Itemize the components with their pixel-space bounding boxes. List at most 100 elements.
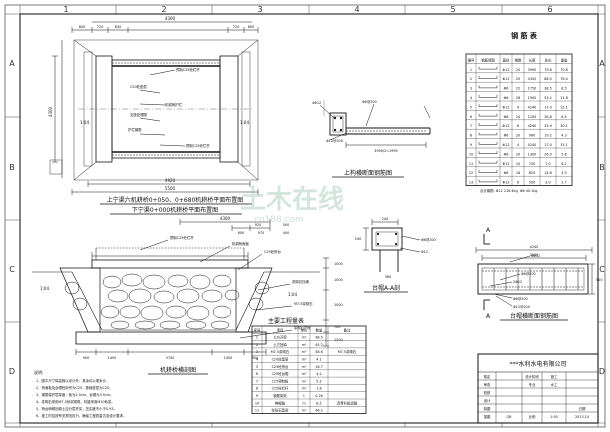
tb-label-3: 校核 xyxy=(484,390,491,395)
section-dim-top-5: 500 xyxy=(283,223,289,227)
rebar-row-cell: 6.4 xyxy=(561,115,566,119)
quantity-row-cell: 5.1 xyxy=(316,379,321,383)
quantities-table-header: 序号 xyxy=(254,327,261,332)
rebar-row-sketch xyxy=(478,94,498,98)
rebar-row-cell: 6 xyxy=(470,115,472,119)
plan-title-2: 下宁渠0+000机耕桥平面布置图 xyxy=(132,206,218,214)
watermark: 土木在线 co188.com xyxy=(240,185,344,225)
section-note-3: C25砼桥台 xyxy=(264,249,281,254)
grid-col-4: 4 xyxy=(354,5,359,14)
tb-field-3: 专业 xyxy=(529,382,536,387)
quantity-row-cell: m³ xyxy=(302,336,307,340)
rebar-row-sketch xyxy=(478,123,498,126)
abutment-rebar xyxy=(475,234,595,310)
rebar-row-cell: 7 xyxy=(470,124,472,128)
abutment-detail-text: 240 240 380 Φ6@200 Φ12 台帽A-A剖 xyxy=(355,217,436,292)
tb-value-1: 施工 xyxy=(551,374,558,379)
abutment-rebar-dim-3: 500 xyxy=(596,278,602,282)
plan-slope-left: 1:04 xyxy=(80,120,89,125)
quantity-row-cell: m³ xyxy=(302,343,307,347)
rebar-row-cell: Φ6 xyxy=(504,152,509,156)
watermark-url: co188.com xyxy=(254,215,304,225)
abutment-rebar-note-1: 4Φ12 xyxy=(531,254,540,258)
quantity-row-cell: 6 xyxy=(256,372,258,376)
quantity-row-cell: t xyxy=(303,394,305,398)
grid-col-5: 5 xyxy=(450,5,455,14)
quantity-row-cell: C20砼垫层 xyxy=(272,357,289,362)
quantity-row-cell: 土方回填 xyxy=(273,342,287,347)
rebar-row-cell: 4240 xyxy=(528,124,537,128)
rebar-row-cell: Φ12 xyxy=(503,68,510,72)
rebar-row-cell: 17.0 xyxy=(544,143,552,147)
plan-dim-top-total: 4300 xyxy=(165,16,176,21)
rebar-row-cell: Φ12 xyxy=(503,124,510,128)
plan-note-6: 预制C25砼栏杆 xyxy=(186,143,210,148)
plan-title-underline xyxy=(100,203,252,215)
quantity-row-cell: 10 xyxy=(255,401,259,405)
rebar-row-cell: 7.0 xyxy=(545,162,550,166)
section-slope-left: 1:04 xyxy=(40,286,49,291)
abutment-rebar-text: A A 4240 3640 500 4Φ12 Φ6@200 2Φ12 Φ6@20… xyxy=(486,227,602,320)
tb-value-3: GB xyxy=(507,415,513,419)
rebar-row-cell: Φ12 xyxy=(503,77,510,81)
rebar-row-cell: 53.2 xyxy=(544,96,552,100)
quantity-row-cell: m³ xyxy=(302,372,307,376)
section-note-2: 机耕桥面板 xyxy=(232,241,250,246)
rebar-row-sketch xyxy=(478,160,498,164)
rebar-row-cell: Φ6 xyxy=(504,96,509,100)
grid-row-c-right: C xyxy=(599,265,605,274)
rebar-row-cell: 3.0 xyxy=(545,181,550,185)
rebar-row-cell: 700 xyxy=(529,162,535,166)
quantity-row-cell: 46.2 xyxy=(315,409,323,413)
quantity-row-cell: 4.2 xyxy=(316,372,321,376)
rebar-row-cell: 12 xyxy=(469,171,473,175)
quantity-row-cell: m³ xyxy=(302,350,307,354)
note-item-6: 6、施工时应按有关规范执行，确保工程质量达到设计要求。 xyxy=(36,413,126,418)
rebar-row-cell: 28 xyxy=(516,96,520,100)
beam-section xyxy=(319,100,431,148)
rebar-row-cell: 1200 xyxy=(528,115,537,119)
abutment-rebar-note-2: Φ6@200 xyxy=(521,272,536,276)
rebar-row-cell: 6 xyxy=(517,181,519,185)
plan-view-text: 4300 800 720 630 720 800 4300 1:04 1:04 … xyxy=(48,16,254,214)
cross-section xyxy=(32,219,329,355)
beam-title: 上构横断面钢筋图 xyxy=(344,169,392,177)
quantity-row-cell: 2 xyxy=(256,343,258,347)
plan-note-4: 支座处理图 xyxy=(130,112,148,117)
grid-row-d: D xyxy=(9,367,15,376)
rebar-row-sketch xyxy=(478,113,498,117)
quantities-table-header: 单位 xyxy=(301,327,308,332)
note-item-3: 3、钢筋保护层厚度：板为2.5cm，台帽为3.5cm。 xyxy=(36,392,114,397)
rebar-row-cell: 11 xyxy=(469,162,473,166)
quantity-row-cell: 土方开挖 xyxy=(273,335,287,340)
rebar-row-sketch xyxy=(478,66,498,70)
abutment-note-2: Φ12 xyxy=(421,250,428,254)
quantity-row-cell: 4 xyxy=(256,358,258,362)
abutment-rebar-note-4: Φ6@200 xyxy=(513,297,528,301)
beam-note-2: Φ6@200 xyxy=(362,100,377,104)
rebar-row-cell: 14.8 xyxy=(544,171,552,175)
quantity-row-cell: C25砼桥台 xyxy=(272,364,289,369)
quantity-row-cell: m³ xyxy=(302,358,307,362)
rebar-row-cell: 3.3 xyxy=(561,171,566,175)
rebar-row-cell: 20 xyxy=(516,68,520,72)
rebar-row-cell: 13 xyxy=(469,181,473,185)
tb-label-5: 制图 xyxy=(484,406,491,411)
rebar-row-cell: 4300 xyxy=(528,77,537,81)
rebar-row-cell: 8.5 xyxy=(561,87,566,91)
section-dim-right-5: 1200 xyxy=(334,338,343,342)
plan-dim-bottom-2: 5500 xyxy=(165,186,176,191)
quantities-title: 主要工程量表 xyxy=(268,317,304,325)
rebar-row-cell: 2.7 xyxy=(561,181,566,185)
rebar-row-cell: 820 xyxy=(529,171,535,175)
quantity-row-cell: 4.1 xyxy=(316,358,321,362)
plan-note-2: C20砼垫层 xyxy=(130,84,147,89)
tb-value-2: 水工 xyxy=(551,382,558,387)
tb-field-7: 日期 xyxy=(579,406,586,411)
rebar-row-cell: 11.8 xyxy=(560,96,568,100)
quantity-row-cell: 伸缩缝 xyxy=(275,400,286,405)
plan-dim-top-5: 800 xyxy=(248,25,254,29)
rebar-row-cell: 70.8 xyxy=(560,68,568,72)
